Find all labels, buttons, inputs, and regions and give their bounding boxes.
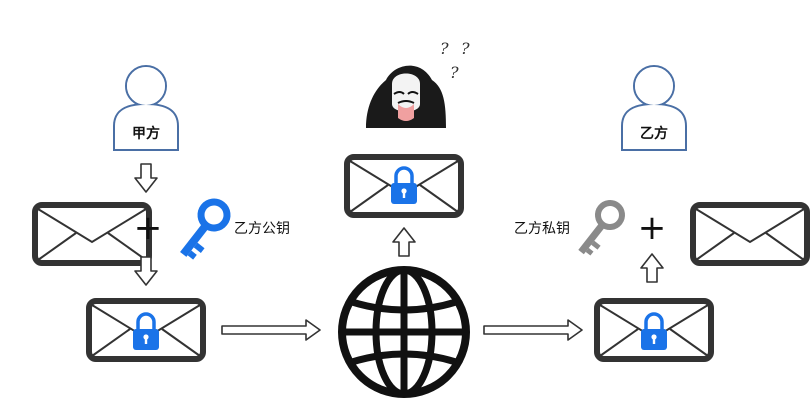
question-mark: ? (440, 39, 449, 58)
attacker: ? ? ? (366, 39, 470, 128)
sender-label: 甲方 (132, 125, 160, 142)
plain-envelope-sender (35, 205, 149, 263)
arrow-down-icon (134, 163, 158, 193)
question-mark: ? (461, 39, 470, 58)
plain-envelope-receiver (693, 205, 807, 263)
key-icon (578, 200, 625, 256)
encrypted-envelope-receiver (597, 301, 711, 359)
encrypted-envelope-sender (89, 301, 203, 359)
arrow-up-icon (640, 253, 664, 283)
receiver-label: 乙方 (640, 125, 668, 142)
sender-node: 甲方 (113, 65, 179, 151)
private-key-label: 乙方私钥 (514, 221, 570, 237)
envelope-icon (693, 205, 807, 263)
key-icon (180, 198, 231, 260)
plus-symbol: + (134, 208, 163, 248)
hacker-icon (366, 65, 446, 128)
envelope-icon (35, 205, 149, 263)
public-key-label: 乙方公钥 (234, 221, 290, 237)
plus-symbol: + (638, 208, 667, 248)
arrow-right-icon (221, 319, 321, 341)
private-key: 乙方私钥 (514, 200, 625, 256)
public-key: 乙方公钥 (180, 198, 290, 260)
arrow-up-icon (392, 227, 416, 257)
arrow-right-icon (483, 319, 583, 341)
receiver-node: 乙方 (621, 65, 687, 151)
intercepted-envelope (347, 157, 461, 215)
internet-globe-icon (338, 266, 470, 398)
question-mark: ? (450, 63, 459, 82)
